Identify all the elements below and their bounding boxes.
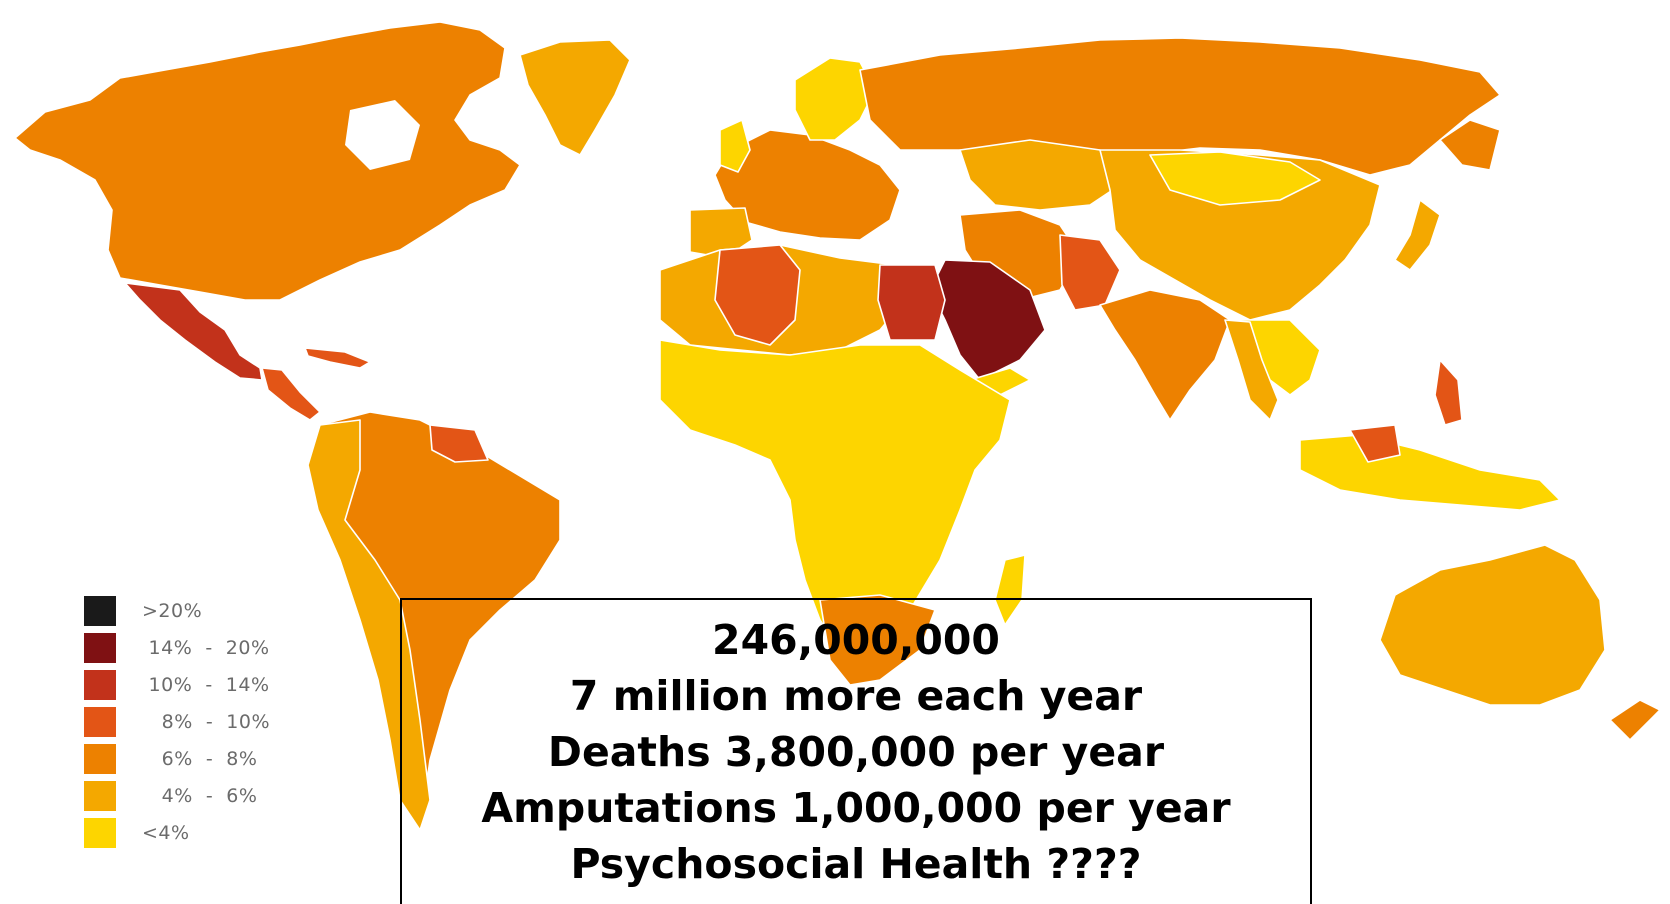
legend-label: 4% - 6% <box>142 784 258 807</box>
stat-growth: 7 million more each year <box>569 672 1143 720</box>
legend-swatch <box>84 595 116 626</box>
region-mongolia <box>1149 151 1321 206</box>
stat-total: 246,000,000 <box>712 616 1000 664</box>
legend-label: 10% - 14% <box>142 673 270 696</box>
legend-swatch <box>84 669 116 700</box>
legend-row-4-6: 4% - 6% <box>84 777 314 814</box>
legend-swatch <box>84 706 116 737</box>
region-indochina <box>1224 319 1279 421</box>
legend-row-gt20: >20% <box>84 592 314 629</box>
legend-row-8-10: 8% - 10% <box>84 703 314 740</box>
region-egypt <box>877 264 946 341</box>
region-central-america <box>261 367 321 421</box>
region-north-america <box>14 21 521 301</box>
region-china <box>1099 149 1381 321</box>
region-guianas <box>429 424 489 463</box>
region-uk <box>719 119 751 173</box>
legend-label: 6% - 8% <box>142 747 258 770</box>
region-central-asia <box>959 139 1121 211</box>
stats-box: 246,000,000 7 million more each year Dea… <box>400 598 1312 904</box>
legend-label: <4% <box>142 821 190 844</box>
region-algeria <box>714 244 801 346</box>
region-andes <box>307 419 431 831</box>
map-legend: >20% 14% - 20% 10% - 14% 8% - 10% 6% - 8… <box>84 592 314 851</box>
region-new-zealand <box>1609 699 1661 741</box>
region-greenland <box>519 39 631 156</box>
region-indonesia <box>1299 434 1561 511</box>
region-pakistan <box>1059 234 1121 311</box>
legend-row-10-14: 10% - 14% <box>84 666 314 703</box>
region-borneo <box>1349 424 1401 463</box>
legend-label: 8% - 10% <box>142 710 271 733</box>
region-japan <box>1394 199 1441 271</box>
region-far-east <box>1439 119 1501 171</box>
legend-label: >20% <box>142 599 203 622</box>
region-caribbean <box>304 347 371 369</box>
legend-row-lt4: <4% <box>84 814 314 851</box>
region-australia <box>1379 544 1606 706</box>
stat-deaths: Deaths 3,800,000 per year <box>547 728 1165 776</box>
region-madagascar <box>994 554 1026 626</box>
legend-swatch <box>84 780 116 811</box>
legend-swatch <box>84 817 116 848</box>
region-mexico <box>124 282 263 381</box>
stat-amputations: Amputations 1,000,000 per year <box>481 784 1231 832</box>
legend-swatch <box>84 632 116 663</box>
stat-psychosocial: Psychosocial Health ???? <box>570 840 1142 888</box>
legend-label: 14% - 20% <box>142 636 270 659</box>
legend-swatch <box>84 743 116 774</box>
legend-row-14-20: 14% - 20% <box>84 629 314 666</box>
region-scandinavia <box>794 57 876 141</box>
legend-row-6-8: 6% - 8% <box>84 740 314 777</box>
region-india <box>1099 289 1231 421</box>
region-southern-africa <box>819 594 936 686</box>
region-philippines <box>1434 359 1463 426</box>
